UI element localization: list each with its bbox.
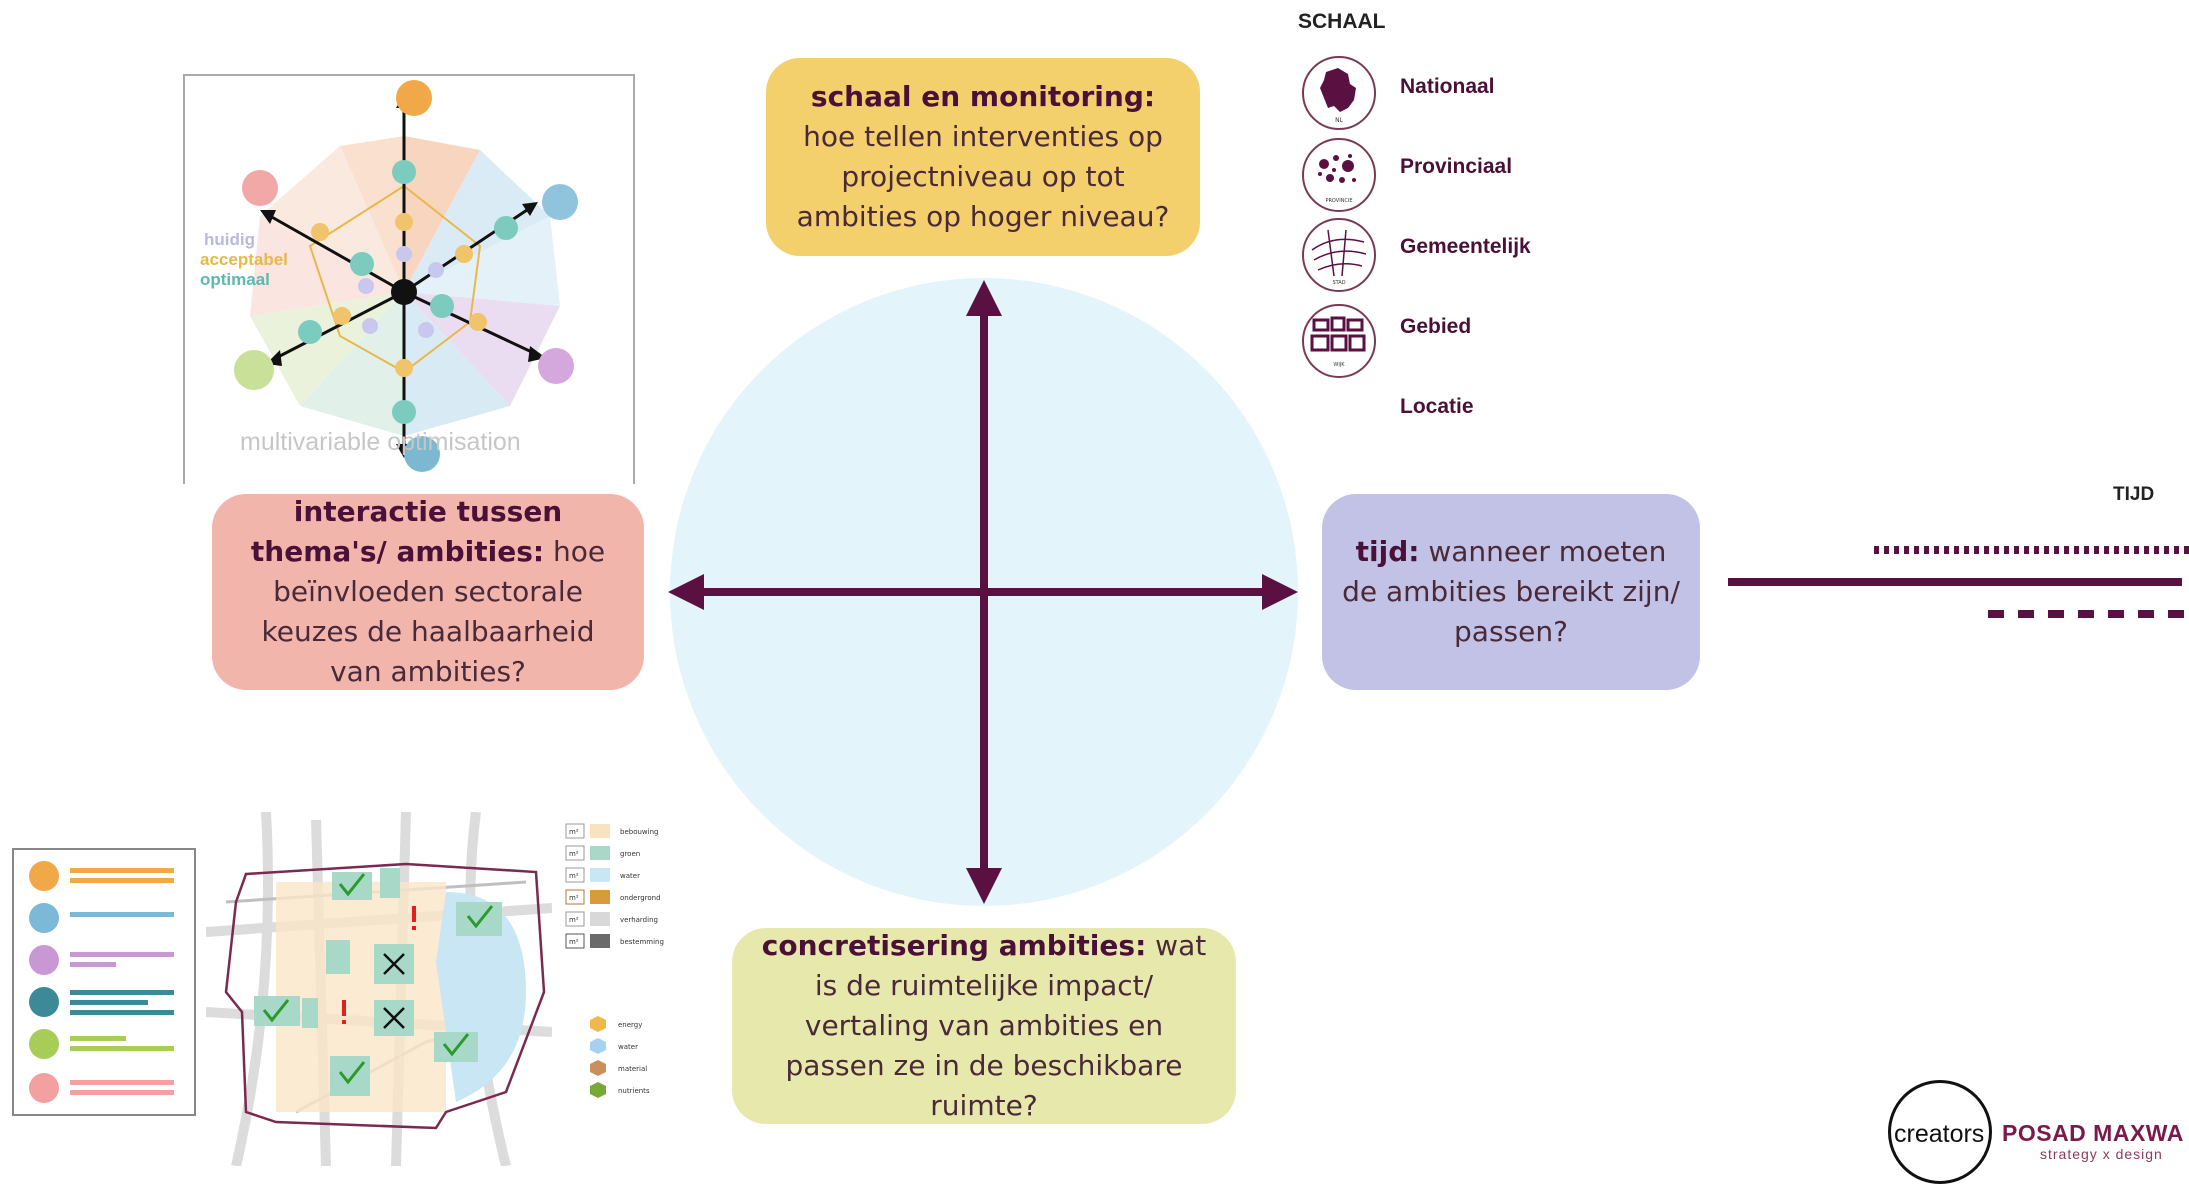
svg-text:ondergrond: ondergrond xyxy=(620,894,661,902)
ambition-row xyxy=(29,903,174,933)
scale-badge: STAD xyxy=(1332,280,1345,286)
netherlands-map-icon: NL xyxy=(1302,56,1376,130)
tree-icon xyxy=(234,350,274,390)
scale-item-locatie: Locatie xyxy=(1400,395,1474,418)
arrow-down xyxy=(966,868,1002,904)
ambition-row xyxy=(29,945,174,975)
flow-legend-swatches: energy water material nutrients xyxy=(590,1016,650,1098)
svg-text:m²: m² xyxy=(569,850,579,858)
recycle-icon xyxy=(538,348,574,384)
house-icon xyxy=(29,903,59,933)
ambition-list xyxy=(29,861,174,1103)
multivariable-caption: multivariable optimisation xyxy=(240,428,521,456)
map-legend-swatches: m² bebouwing m² groen m² water m² ondergrond… xyxy=(565,823,664,949)
svg-text:water: water xyxy=(618,1043,638,1051)
scale-item-gebied: Gebied xyxy=(1400,315,1472,338)
multivariable-radar xyxy=(234,80,578,472)
legend-acceptabel: acceptabel xyxy=(200,250,288,269)
scale-badge: PROVINCIE xyxy=(1325,198,1352,204)
ambition-list-panel xyxy=(12,848,196,1116)
flow-legend: energy water material nutrients xyxy=(588,1014,688,1104)
ambition-row xyxy=(29,987,174,1017)
svg-text:nutrients: nutrients xyxy=(618,1087,650,1095)
question-time: tijd: wanneer moeten de ambities bereikt… xyxy=(1322,494,1700,690)
svg-text:water: water xyxy=(620,872,640,880)
house-icon xyxy=(542,184,578,220)
district-map-icon: WIJK xyxy=(1302,304,1376,378)
axis-arrows xyxy=(690,300,1276,888)
ambition-row xyxy=(29,1073,174,1103)
question-text: hoe beïnvloeden sectorale keuzes de haal… xyxy=(261,535,606,688)
svg-text:m²: m² xyxy=(569,828,579,836)
arrow-right xyxy=(1262,574,1298,610)
leaf-icon xyxy=(396,80,432,116)
arrow-left xyxy=(668,574,704,610)
question-text: hoe tellen interventies op projectniveau… xyxy=(796,120,1170,233)
question-concretisation: concretisering ambities: wat is de ruimt… xyxy=(732,928,1236,1124)
weather-icon xyxy=(404,436,440,472)
logo-creators: creators xyxy=(1894,1120,1985,1148)
ambition-row xyxy=(29,861,174,891)
svg-text:material: material xyxy=(618,1065,647,1073)
radar-theme-icons xyxy=(234,80,578,472)
question-theme-interaction: interactie tussen thema's/ ambities: hoe… xyxy=(212,494,644,690)
scale-item-gemeentelijk: Gemeentelijk xyxy=(1400,235,1531,258)
arrow-up xyxy=(966,280,1002,316)
recycle-icon xyxy=(29,945,59,975)
svg-text:verharding: verharding xyxy=(620,916,658,924)
city-map-icon: STAD xyxy=(1302,218,1376,292)
province-map-icon: PROVINCIE xyxy=(1302,138,1376,212)
time-title: TIJD xyxy=(2113,484,2155,505)
svg-text:m²: m² xyxy=(569,916,579,924)
scale-badge: WIJK xyxy=(1333,362,1345,368)
legend-huidig: huidig xyxy=(204,230,255,249)
question-title: interactie tussen thema's/ ambities: xyxy=(250,495,563,568)
question-scale-monitoring: schaal en monitoring: hoe tellen interve… xyxy=(766,58,1200,256)
question-title: schaal en monitoring: xyxy=(810,80,1156,113)
scale-item-provinciaal: Provinciaal xyxy=(1400,155,1513,178)
svg-text:groen: groen xyxy=(620,850,640,858)
scale-badge: NL xyxy=(1335,117,1343,124)
svg-text:energy: energy xyxy=(618,1021,642,1029)
home-heart-icon xyxy=(29,1073,59,1103)
leaf-icon xyxy=(29,861,59,891)
svg-text:m²: m² xyxy=(569,872,579,880)
scale-title: SCHAAL xyxy=(1298,10,1386,33)
map-legend: m² bebouwing m² groen m² water m² ondergrond… xyxy=(564,822,694,970)
logo-brand: POSAD MAXWA xyxy=(2002,1120,2184,1146)
question-title: concretisering ambities: xyxy=(761,929,1147,962)
home-heart-icon xyxy=(242,170,278,206)
svg-text:m²: m² xyxy=(569,894,579,902)
legend-optimaal: optimaal xyxy=(200,270,270,289)
scale-item-nationaal: Nationaal xyxy=(1400,75,1495,98)
spatial-map xyxy=(206,812,552,1166)
question-text: wanneer moeten de ambities bereikt zijn/… xyxy=(1342,535,1680,648)
time-lines xyxy=(1728,546,2189,618)
ambition-row xyxy=(29,1029,174,1059)
logo-subtitle: strategy x design xyxy=(2040,1146,2163,1162)
svg-text:m²: m² xyxy=(569,938,579,946)
question-text: wat is de ruimtelijke impact/ vertaling … xyxy=(785,929,1207,1122)
svg-text:bebouwing: bebouwing xyxy=(620,828,658,836)
svg-text:bestemming: bestemming xyxy=(620,938,664,946)
weather-icon xyxy=(29,987,59,1017)
question-title: tijd: xyxy=(1355,535,1420,568)
tree-icon xyxy=(29,1029,59,1059)
